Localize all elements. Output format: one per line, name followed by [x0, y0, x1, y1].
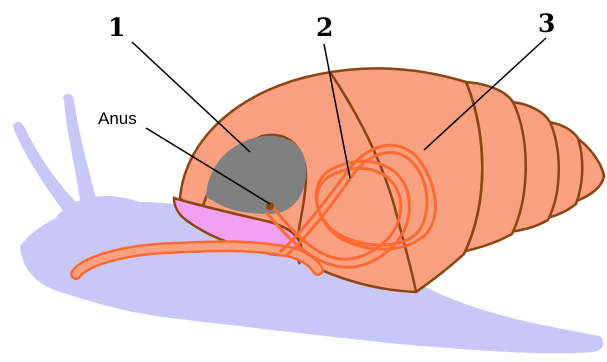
- label-1: 1: [108, 13, 125, 42]
- leader-line-1: [132, 42, 250, 152]
- tentacle-tip-upper: [63, 94, 73, 102]
- label-2: 2: [316, 13, 333, 42]
- tentacle-tip-lower: [13, 122, 23, 130]
- label-3: 3: [538, 9, 555, 38]
- label-anus: Anus: [98, 109, 137, 128]
- upper-tentacle: [64, 94, 96, 200]
